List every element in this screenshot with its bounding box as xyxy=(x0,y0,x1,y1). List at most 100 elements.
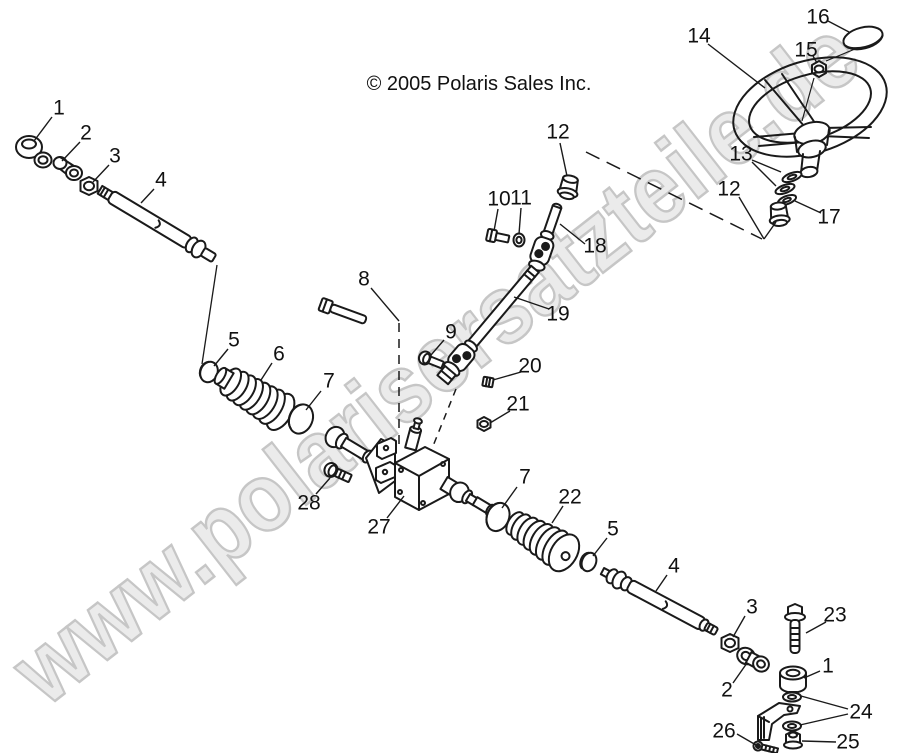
part-washer-24-upper xyxy=(782,691,802,703)
leader-line-6 xyxy=(260,362,273,381)
leader-line-27 xyxy=(386,495,405,519)
callout-17: 17 xyxy=(817,206,840,229)
leader-line-22 xyxy=(551,505,564,524)
leader-line-26 xyxy=(736,733,757,746)
callout-11: 11 xyxy=(510,187,532,210)
callout-9: 9 xyxy=(445,321,457,344)
part-washer-24-lower xyxy=(782,720,802,732)
part-bushing-12-upper xyxy=(556,174,579,201)
part-washer-13-upper xyxy=(781,170,803,184)
leader-line-12 xyxy=(763,221,777,240)
callout-3: 3 xyxy=(109,145,121,168)
leader-line-20 xyxy=(492,371,522,381)
part-tie-rod-end-right xyxy=(779,665,807,698)
callout-21: 21 xyxy=(506,393,529,416)
leader-line-9 xyxy=(430,339,445,356)
callout-22: 22 xyxy=(558,486,581,509)
leader-line-16 xyxy=(827,20,850,33)
leader-line-7 xyxy=(501,486,518,509)
callout-2: 2 xyxy=(80,122,92,145)
callout-12: 12 xyxy=(717,178,740,201)
part-steering-shaft-upper xyxy=(528,202,563,272)
part-bolt-8 xyxy=(317,297,368,325)
leader-line-12 xyxy=(738,196,765,240)
callout-15: 15 xyxy=(794,39,817,62)
part-adjuster-joint-right xyxy=(736,646,770,673)
leader-line-5 xyxy=(592,537,608,557)
joint-to-rack-dashed-line xyxy=(430,388,457,452)
callout-10: 10 xyxy=(487,188,510,211)
callout-19: 19 xyxy=(546,303,569,326)
leader-line-24 xyxy=(799,713,849,726)
part-washer-13-lower xyxy=(774,182,796,196)
leader-line-21 xyxy=(489,410,511,424)
callout-5: 5 xyxy=(607,518,619,541)
callout-4: 4 xyxy=(668,555,680,578)
leader-line-28 xyxy=(315,477,331,495)
part-steering-boot-right xyxy=(505,511,581,573)
leader-line-1 xyxy=(33,116,53,142)
part-nut-21 xyxy=(476,416,492,432)
callout-7: 7 xyxy=(519,466,531,489)
leader-line-18 xyxy=(559,223,586,245)
part-washer-11 xyxy=(512,232,526,248)
callout-7: 7 xyxy=(323,370,335,393)
part-jam-nut-right xyxy=(720,633,740,653)
callout-23: 23 xyxy=(823,604,846,627)
callout-1: 1 xyxy=(822,655,834,678)
callout-1: 1 xyxy=(53,97,65,120)
part-nut-25 xyxy=(783,730,803,750)
callout-12: 12 xyxy=(546,121,569,144)
part-tie-rod-right xyxy=(599,567,719,636)
leader-line-24 xyxy=(800,695,849,710)
wheel-axis-line-lower xyxy=(801,77,815,122)
leader-line-3 xyxy=(92,164,110,183)
leader-line-2 xyxy=(732,662,748,684)
part-steering-stop-bracket xyxy=(757,702,801,741)
callout-26: 26 xyxy=(712,720,735,743)
leader-line-2 xyxy=(61,141,81,162)
wheel-axis-line-upper xyxy=(825,48,856,62)
part-steering-gear-rack xyxy=(365,417,479,511)
part-steering-boot-left xyxy=(213,366,296,431)
part-bolt-23 xyxy=(784,603,806,654)
callout-28: 28 xyxy=(297,492,320,515)
leader-line-10 xyxy=(493,208,499,232)
leader-line-4 xyxy=(655,574,668,592)
callout-27: 27 xyxy=(367,516,390,539)
callout-6: 6 xyxy=(273,343,285,366)
callout-14: 14 xyxy=(687,25,711,48)
part-screw-26 xyxy=(752,740,780,753)
part-boot-clamp-large-left xyxy=(287,403,315,435)
leader-line-7 xyxy=(305,390,322,411)
callout-20: 20 xyxy=(518,355,541,378)
leader-line-15 xyxy=(812,55,818,64)
leader-line-5 xyxy=(213,348,229,367)
part-bolt-9 xyxy=(417,350,445,370)
leader-line-11 xyxy=(518,207,522,235)
part-nut-20 xyxy=(481,375,495,389)
callout-2: 2 xyxy=(721,679,733,702)
leader-line-13 xyxy=(751,161,777,187)
part-u-joint-lower xyxy=(436,339,478,386)
callout-5: 5 xyxy=(228,329,240,352)
callout-18: 18 xyxy=(583,235,606,258)
part-bolt-10 xyxy=(485,227,511,244)
leader-line-23 xyxy=(805,621,827,634)
callout-13: 13 xyxy=(729,143,752,166)
part-steering-wheel-nut xyxy=(811,60,827,78)
part-bushing-12-lower xyxy=(768,201,791,228)
leader-line-3 xyxy=(732,615,746,638)
part-steering-wheel xyxy=(732,56,888,179)
leader-line-1 xyxy=(803,670,821,679)
callout-3: 3 xyxy=(746,596,758,619)
leader-line-14 xyxy=(707,43,766,89)
leader-line-12 xyxy=(559,142,568,177)
tie-rod-alignment-line xyxy=(201,264,218,365)
part-boot-clamp-large-right xyxy=(485,501,511,533)
leader-line-25 xyxy=(801,740,837,743)
part-boot-clamp-small-right xyxy=(579,551,598,573)
